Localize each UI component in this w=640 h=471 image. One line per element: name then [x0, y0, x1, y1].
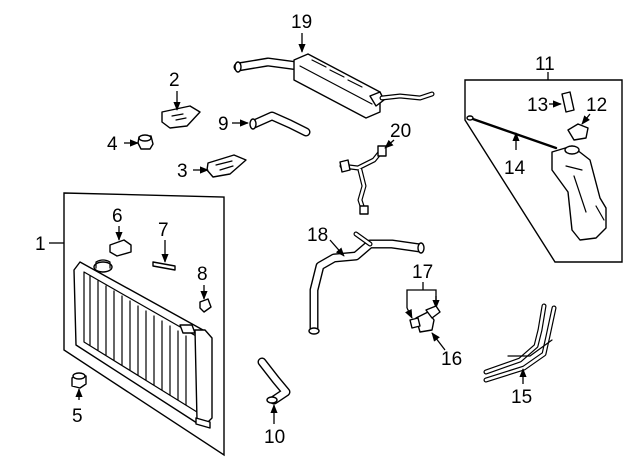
reservoir-group: 11 14 13 12 — [464, 54, 623, 263]
part-20-bypass-pipe: 20 — [339, 121, 411, 215]
part-18-pipe: 18 — [307, 225, 425, 335]
part-7-seal: 7 — [152, 220, 176, 271]
callout-4: 4 — [107, 134, 118, 155]
part-12-cap: 12 — [567, 95, 607, 141]
part-8-clip: 8 — [197, 264, 212, 313]
callout-6: 6 — [112, 206, 123, 227]
callout-5: 5 — [72, 406, 83, 427]
callout-20: 20 — [390, 121, 411, 142]
part-15-tube-set: 15 — [483, 303, 557, 408]
radiator — [73, 259, 213, 429]
radiator-group: 1 6 7 8 — [35, 192, 225, 457]
part-6-cap: 6 — [109, 206, 132, 257]
callout-10: 10 — [264, 427, 285, 448]
callout-7: 7 — [158, 220, 169, 241]
callout-9: 9 — [218, 114, 229, 135]
part-17-16-fitting: 17 16 — [405, 262, 462, 370]
callout-17: 17 — [412, 262, 433, 283]
part-19-pipe-assembly: 19 — [233, 12, 435, 119]
part-9-hose: 9 — [218, 111, 311, 137]
callout-11: 11 — [535, 54, 555, 75]
callout-14: 14 — [504, 158, 526, 179]
callout-19: 19 — [291, 12, 312, 33]
callout-18: 18 — [307, 225, 328, 246]
part-5-drain-plug: 5 — [71, 372, 87, 427]
callout-1: 1 — [35, 234, 46, 255]
part-4-grommet: 4 — [107, 134, 154, 155]
callout-16: 16 — [441, 349, 462, 370]
callout-3: 3 — [177, 161, 188, 182]
callout-2: 2 — [169, 70, 180, 91]
callout-13: 13 — [527, 95, 548, 116]
callout-8: 8 — [197, 264, 208, 285]
radiator-group-frame — [63, 192, 225, 457]
part-3-bracket: 3 — [177, 154, 247, 182]
part-10-lower-hose: 10 — [257, 357, 291, 448]
callout-15: 15 — [511, 387, 532, 408]
reservoir-group-frame — [464, 79, 623, 263]
callout-12: 12 — [586, 95, 607, 116]
part-2-bracket: 2 — [161, 70, 201, 129]
reservoir-tank — [551, 145, 607, 241]
part-13-hook: 13 — [527, 91, 575, 116]
